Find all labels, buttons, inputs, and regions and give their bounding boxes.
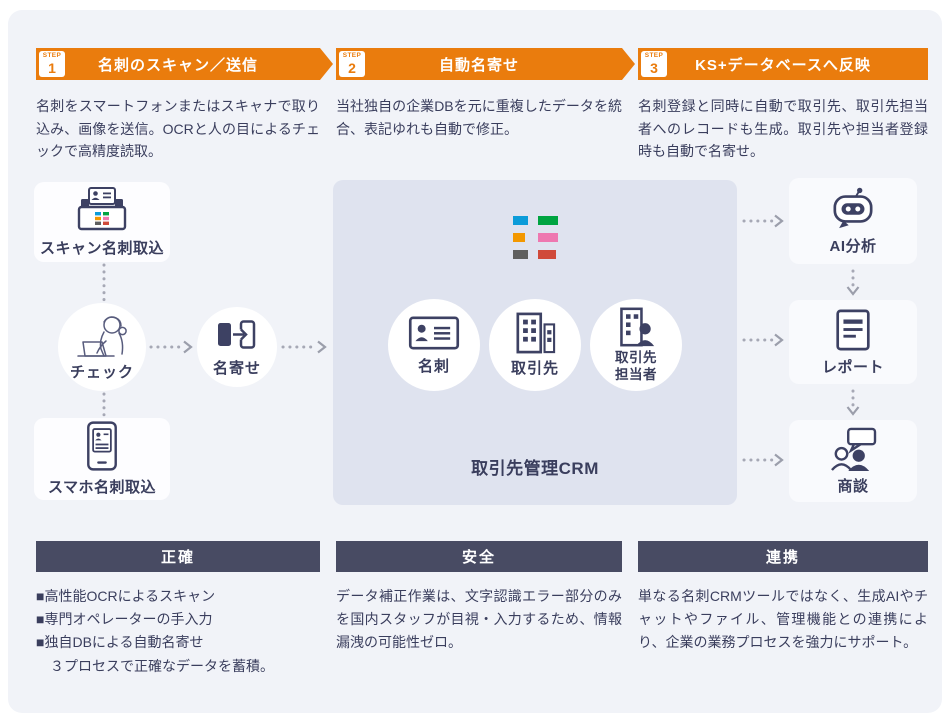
meeting-chat-icon	[831, 427, 877, 471]
step-badge-number: 2	[348, 59, 356, 76]
feature-list-accuracy: ■高性能OCRによるスキャン ■専門オペレーターの手入力 ■独自DBによる自動名…	[36, 585, 320, 678]
feature-line: ３プロセスで正確なデータを蓄積。	[36, 657, 274, 674]
step-badge-number: 3	[650, 59, 658, 76]
business-card-icon	[408, 316, 460, 350]
account-circle: 取引先	[489, 299, 581, 391]
feature-banner-accuracy: 正確	[36, 541, 320, 572]
check-label: チェック	[69, 364, 134, 381]
feature-line: ■高性能OCRによるスキャン	[36, 588, 216, 604]
dotted-arrow-down-icon	[846, 269, 860, 296]
report-document-icon	[836, 309, 870, 350]
feature-description-security: データ補正作業は、文字認識エラー部分のみを国内スタッフが目視・入力するため、情報…	[336, 588, 622, 651]
step-description: 名刺登録と同時に自動で取引先、取引先担当者へのレコードも生成。取引先や担当者登録…	[638, 98, 928, 160]
step-badge-label: STEP	[644, 52, 664, 60]
building-icon	[516, 312, 556, 354]
output-box-meeting: 商談	[789, 420, 917, 502]
scan-import-box: スキャン名刺取込	[34, 182, 170, 262]
step-banner-1: STEP 1 名刺のスキャン／送信	[36, 48, 333, 80]
step-column-3: STEP 3 KS+データベースへ反映 名刺登録と同時に自動で取引先、取引先担当…	[638, 48, 928, 163]
step-column-1: STEP 1 名刺のスキャン／送信 名刺をスマートフォンまたはスキャナで取り込み…	[36, 48, 333, 163]
step-title: KS+データベースへ反映	[695, 56, 871, 74]
step-badge-label: STEP	[42, 52, 62, 60]
feature-column-integration: 連携 単なる名刺CRMツールではなく、生成AIやチャットやファイル、管理機能との…	[638, 541, 928, 669]
dotted-arrow-down-icon	[846, 389, 860, 416]
scanner-icon	[77, 187, 127, 231]
step-banner-3: STEP 3 KS+データベースへ反映	[638, 48, 928, 80]
robot-icon	[833, 187, 873, 228]
merge-icon	[218, 319, 256, 349]
dotted-arrow-right-icon	[281, 340, 327, 354]
merge-label: 名寄せ	[212, 359, 261, 377]
smartphone-icon	[87, 421, 117, 471]
feature-banner-security: 安全	[336, 541, 622, 572]
feature-banner-integration: 連携	[638, 541, 928, 572]
step-badge-3: STEP 3	[641, 51, 667, 77]
feature-description-integration: 単なる名刺CRMツールではなく、生成AIやチャットやファイル、管理機能との連携に…	[638, 588, 928, 651]
check-circle: チェック	[58, 303, 146, 391]
dotted-arrow-right-icon	[742, 333, 784, 347]
feature-column-security: 安全 データ補正作業は、文字認識エラー部分のみを国内スタッフが目視・入力するため…	[336, 541, 622, 669]
dotted-arrow-right-icon	[742, 214, 784, 228]
output-box-ai-analysis: AI分析	[789, 178, 917, 264]
crm-entity-circles: 名刺 取引先	[388, 299, 682, 391]
step-badge-label: STEP	[342, 52, 362, 60]
smartphone-import-box: スマホ名刺取込	[34, 418, 170, 500]
crm-box: 名刺 取引先	[333, 180, 737, 505]
step-banner-2: STEP 2 自動名寄せ	[336, 48, 635, 80]
feature-column-accuracy: 正確 ■高性能OCRによるスキャン ■専門オペレーターの手入力 ■独自DBによる…	[36, 541, 320, 678]
dotted-connector-vertical	[102, 263, 106, 302]
dotted-arrow-right-icon	[742, 453, 784, 467]
step-column-2: STEP 2 自動名寄せ 当社独自の企業DBを元に重複したデータを統合、表記ゆれ…	[336, 48, 635, 140]
merge-circle: 名寄せ	[197, 307, 277, 387]
smartphone-import-label: スマホ名刺取込	[47, 479, 157, 496]
card-circle: 名刺	[388, 299, 480, 391]
scan-import-label: スキャン名刺取込	[39, 240, 164, 257]
crm-title: 取引先管理CRM	[471, 459, 599, 478]
output-box-report: レポート	[789, 300, 917, 384]
step-badge-1: STEP 1	[39, 51, 65, 77]
feature-line: ■独自DBによる自動名寄せ	[36, 634, 204, 651]
building-person-icon	[620, 307, 655, 347]
account-label: 取引先	[510, 360, 559, 377]
step-badge-number: 1	[48, 59, 56, 76]
step-badge-2: STEP 2	[339, 51, 365, 77]
background-panel: STEP 1 名刺のスキャン／送信 名刺をスマートフォンまたはスキャナで取り込み…	[8, 10, 942, 713]
contact-circle: 取引先 担当者	[590, 299, 682, 391]
output-label-report: レポート	[821, 358, 884, 376]
step-description: 名刺をスマートフォンまたはスキャナで取り込み、画像を送信。OCRと人の目によるチ…	[36, 98, 320, 160]
brand-logo	[513, 216, 558, 259]
feature-line: ■専門オペレーターの手入力	[36, 611, 213, 628]
step-description: 当社独自の企業DBを元に重複したデータを統合、表記ゆれも自動で修正。	[336, 98, 622, 137]
contact-label: 取引先 担当者	[615, 350, 657, 382]
dotted-arrow-right-icon	[149, 340, 193, 354]
output-label-meeting: 商談	[837, 477, 869, 495]
step-title: 自動名寄せ	[438, 56, 519, 74]
step-title: 名刺のスキャン／送信	[97, 56, 258, 74]
dotted-connector-vertical	[102, 392, 106, 417]
person-at-laptop-illustration	[77, 316, 127, 357]
card-label: 名刺	[417, 358, 450, 375]
output-label-ai: AI分析	[829, 237, 877, 255]
